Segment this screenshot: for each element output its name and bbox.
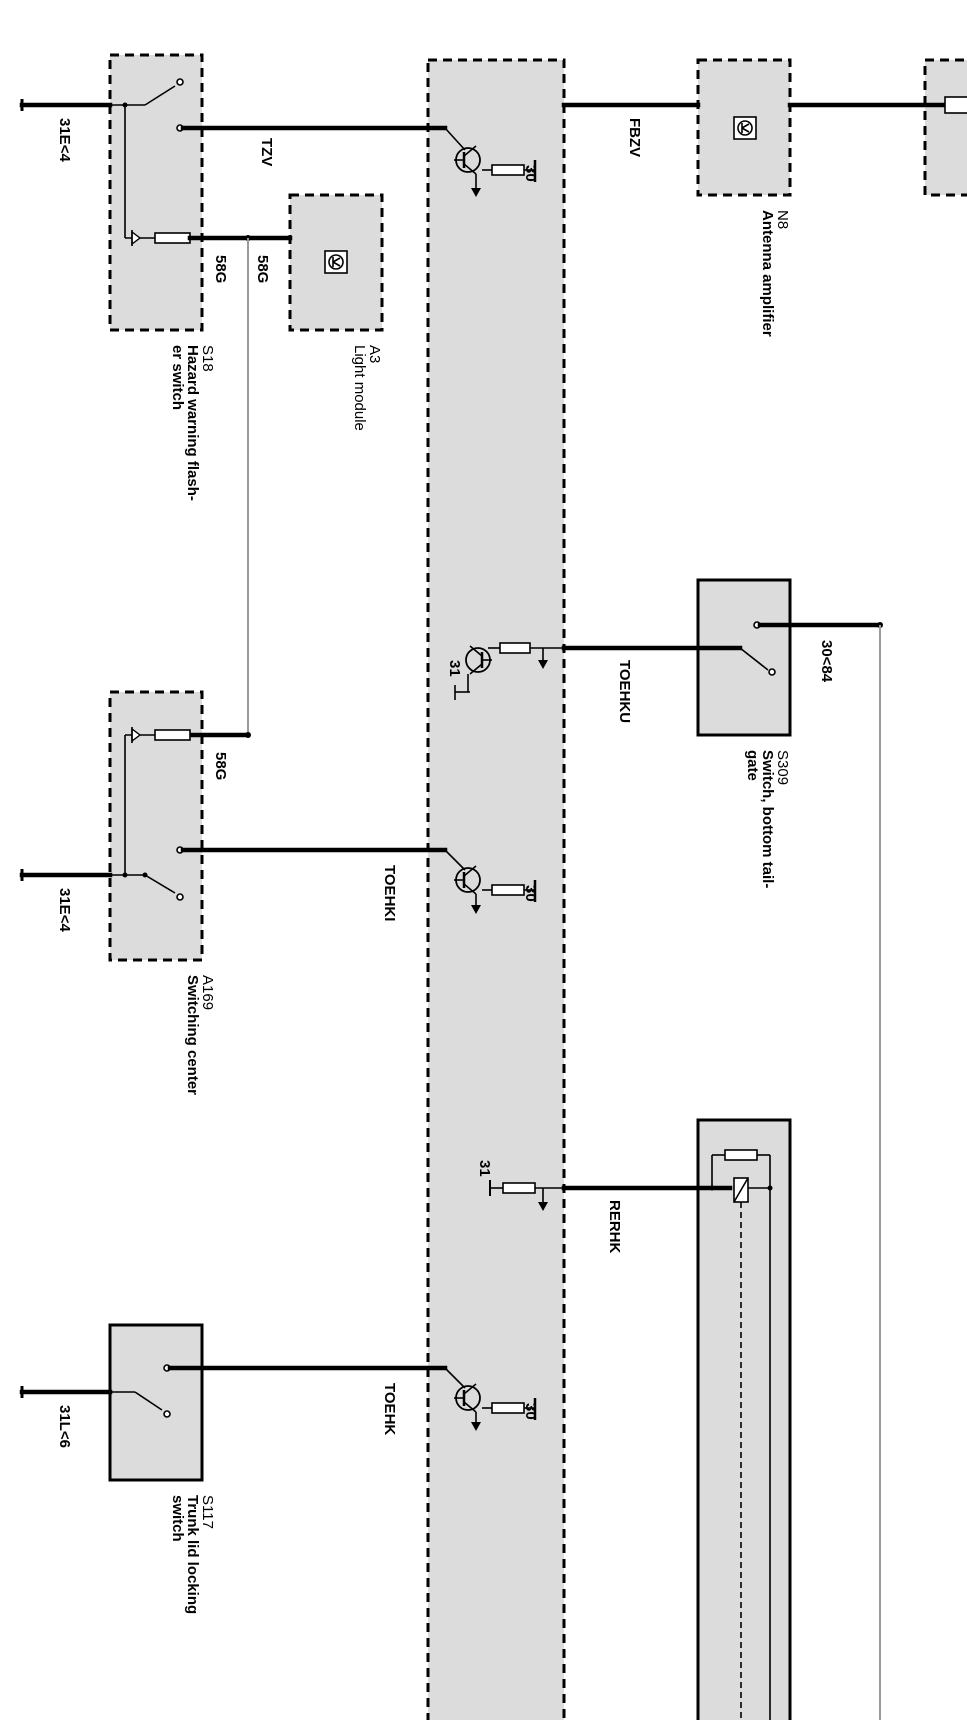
relay-box <box>696 1118 792 1720</box>
terminal-30-1: 30 <box>522 165 539 182</box>
s18-name-2: er switch <box>169 345 186 410</box>
wire-toehki: TOEHKI <box>381 865 398 921</box>
n8-name: Antenna amplifier <box>759 210 776 337</box>
wire-rerhk: RERHK <box>606 1200 623 1254</box>
wire-toehk: TOEHK <box>381 1383 398 1435</box>
n8-code: N8 <box>774 210 791 229</box>
s309-box <box>696 578 792 737</box>
wire-58g-2: 58G <box>254 255 271 283</box>
ground-ref-a169: 31E<4 <box>56 888 73 932</box>
a3-code: A3 <box>366 345 383 363</box>
terminal-31-2: 31 <box>476 1160 493 1177</box>
terminal-30-2: 30 <box>522 885 539 902</box>
a169-code: A169 <box>199 975 216 1010</box>
s117-name-2: switch <box>169 1495 186 1542</box>
s18-name-1: Hazard warning flash- <box>184 345 201 501</box>
ground-ref-s117: 31L<6 <box>56 1405 73 1448</box>
wire-tzv: TZV <box>258 138 275 166</box>
wire-toehku: TOEHKU <box>616 660 633 723</box>
terminal-30-3: 30 <box>522 1403 539 1420</box>
wire-58g-3: 58G <box>212 752 229 780</box>
a169-name: Switching center <box>184 975 201 1095</box>
s117-name-1: Trunk lid locking <box>184 1495 201 1614</box>
s117-code: S117 <box>199 1495 216 1529</box>
wire-58g-1: 58G <box>212 255 229 283</box>
wire-30-84: 30<84 <box>818 640 835 683</box>
a3-name: Light module <box>351 345 368 431</box>
terminal-31-1: 31 <box>446 660 463 677</box>
s18-code: S18 <box>199 345 216 372</box>
s18-box <box>108 53 204 332</box>
s309-code: S309 <box>774 750 791 785</box>
ground-ref-s18: 31E<4 <box>56 118 73 162</box>
wire-fbzv: FBZV <box>626 118 643 157</box>
edge-box <box>923 58 967 197</box>
s309-name-2: gate <box>744 750 761 781</box>
s117-box <box>108 1323 204 1482</box>
s309-name-1: Switch, bottom tail- <box>759 750 776 888</box>
